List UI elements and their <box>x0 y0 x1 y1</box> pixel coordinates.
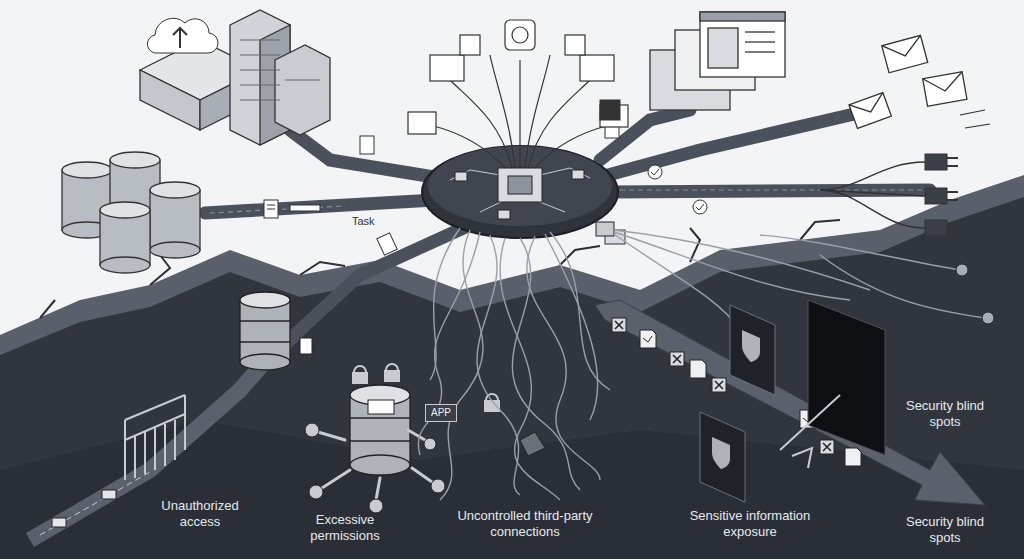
risk-label: Unauthorized access <box>140 498 260 530</box>
risk-label: Excessive permissions <box>285 512 405 544</box>
risk-label: Security blind spots <box>890 514 1000 546</box>
app-box: APP <box>425 404 457 422</box>
risk-label: Security blind spots <box>895 398 995 430</box>
risk-label: Uncontrolled third-party connections <box>435 508 615 540</box>
node-text: APP <box>431 407 451 418</box>
risk-label: Sensitive information exposure <box>675 508 825 540</box>
task-label: Task <box>352 213 412 229</box>
